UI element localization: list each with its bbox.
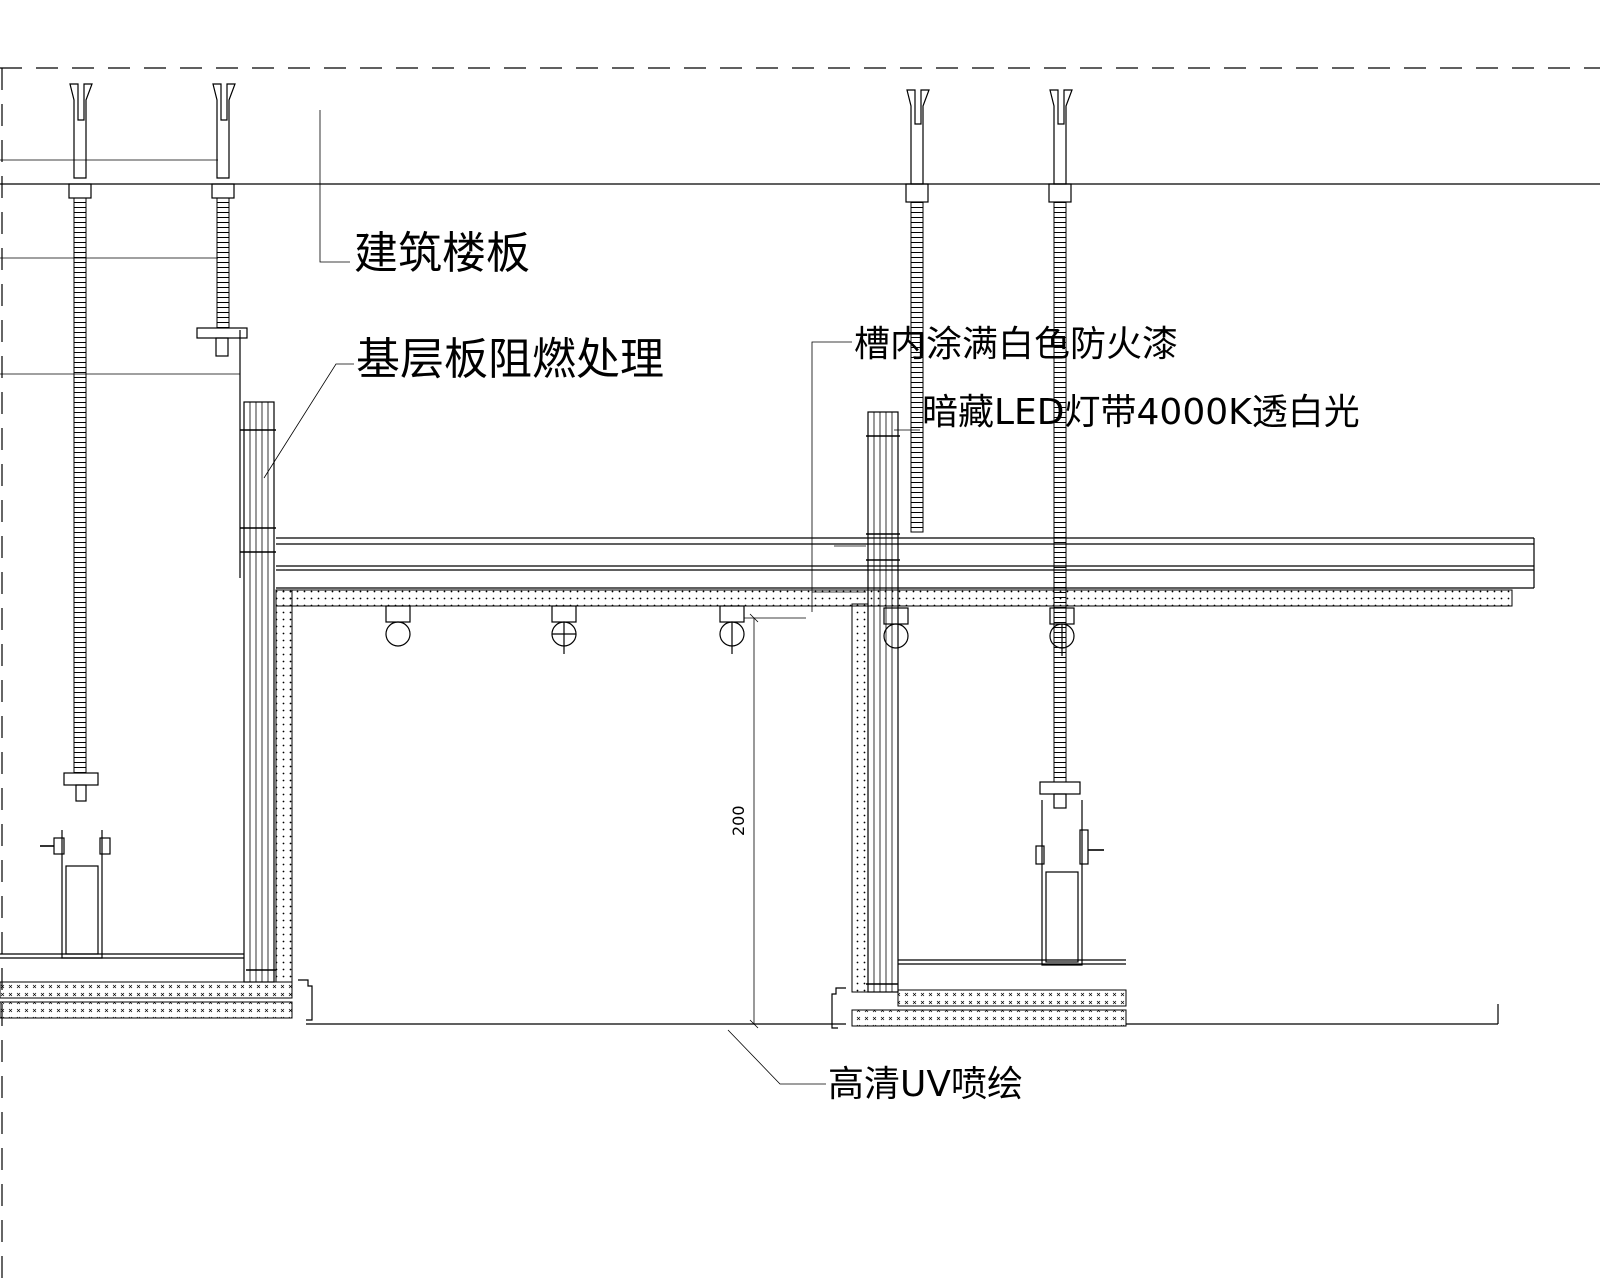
drawing-border bbox=[0, 67, 1600, 1280]
right-vertical-board bbox=[851, 411, 900, 993]
hanger-rod-1 bbox=[63, 83, 99, 802]
label-floor-slab: 建筑楼板 bbox=[354, 228, 530, 279]
lower-ceiling-right bbox=[831, 959, 1127, 1029]
downlight-4 bbox=[883, 607, 909, 649]
hanger-rod-3 bbox=[905, 89, 930, 533]
label-led-strip: 暗藏LED灯带4000K透白光 bbox=[922, 392, 1360, 433]
upper-ceiling-layers bbox=[275, 537, 1535, 607]
label-groove-paint: 槽内涂满白色防火漆 bbox=[854, 324, 1178, 365]
label-uv-print: 高清UV喷绘 bbox=[828, 1064, 1023, 1105]
dimension-200-text: 200 bbox=[729, 805, 748, 836]
main-channel-left bbox=[40, 830, 111, 959]
downlight-1 bbox=[385, 605, 411, 647]
downlight-3 bbox=[719, 605, 745, 654]
label-base-board: 基层板阻燃处理 bbox=[356, 334, 664, 385]
main-channel-right bbox=[1035, 800, 1104, 966]
uv-print-panel bbox=[306, 1004, 1499, 1025]
downlight-2 bbox=[551, 605, 577, 654]
leader-lines bbox=[0, 110, 920, 1085]
hanger-rod-2 bbox=[196, 83, 248, 357]
lower-ceiling-left bbox=[0, 953, 313, 1021]
left-vertical-board bbox=[239, 330, 293, 983]
dimension-200: 200 bbox=[729, 613, 806, 1029]
downlight-5 bbox=[1049, 607, 1075, 656]
hanger-rod-4 bbox=[1039, 89, 1081, 809]
